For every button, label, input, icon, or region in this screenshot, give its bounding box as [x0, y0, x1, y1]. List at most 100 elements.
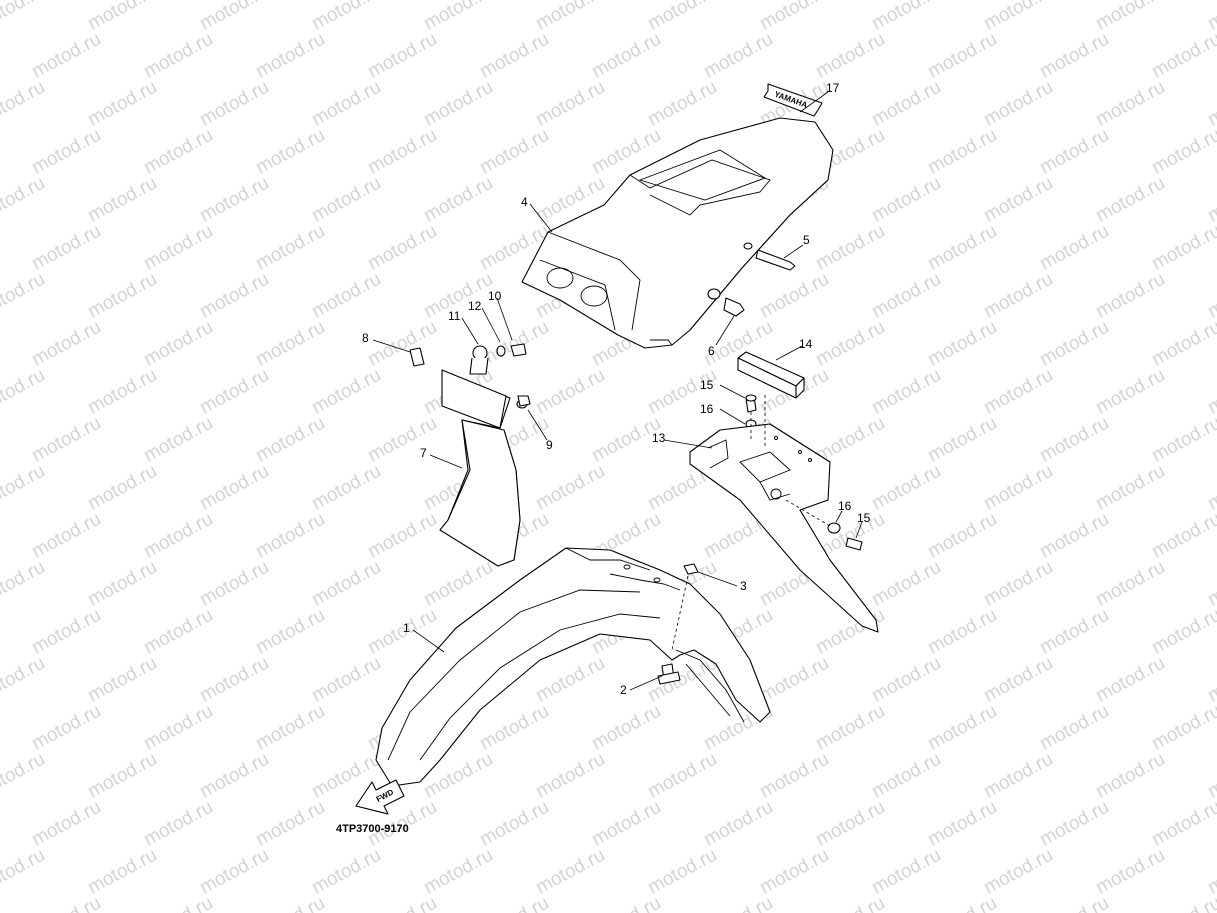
watermark-text: motod.ru — [308, 845, 384, 899]
watermark-text: motod.ru — [1036, 125, 1112, 179]
watermark-text: motod.ru — [364, 413, 440, 467]
watermark-text: motod.ru — [196, 77, 272, 131]
watermark-text: motod.ru — [1092, 749, 1168, 803]
front-fender-part — [375, 547, 771, 787]
watermark-text: motod.ru — [1148, 893, 1217, 913]
rear-fender-part — [521, 117, 834, 349]
watermark-text: motod.ru — [1148, 317, 1217, 371]
watermark-text: motod.ru — [812, 893, 888, 913]
watermark-text: motod.ru — [868, 77, 944, 131]
watermark-text: motod.ru — [812, 317, 888, 371]
watermark-text: motod.ru — [0, 749, 49, 803]
watermark-text: motod.ru — [28, 701, 104, 755]
watermark-text: motod.ru — [756, 845, 832, 899]
watermark-text: motod.ru — [644, 653, 720, 707]
watermark-text: motod.ru — [1148, 701, 1217, 755]
watermark-text: motod.ru — [420, 77, 496, 131]
watermark-text: motod.ru — [924, 797, 1000, 851]
watermark-text: motod.ru — [1204, 845, 1217, 899]
watermark-text: motod.ru — [476, 797, 552, 851]
watermark-text: motod.ru — [308, 0, 384, 34]
watermark-text: motod.ru — [0, 269, 49, 323]
watermark-text: motod.ru — [1092, 365, 1168, 419]
watermark-text: motod.ru — [532, 845, 608, 899]
watermark-text: motod.ru — [196, 461, 272, 515]
watermark-text: motod.ru — [28, 29, 104, 83]
watermark-text: motod.ru — [980, 845, 1056, 899]
watermark-text: motod.ru — [252, 413, 328, 467]
watermark-text: motod.ru — [0, 557, 49, 611]
fasteners-mid — [745, 394, 757, 429]
watermark-text: motod.ru — [252, 125, 328, 179]
watermark-text: motod.ru — [644, 0, 720, 34]
callout-1: 1 — [403, 621, 410, 635]
callout-16-right: 16 — [838, 499, 852, 513]
watermark-text: motod.ru — [0, 461, 49, 515]
watermark-text: motod.ru — [140, 797, 216, 851]
watermark-text: motod.ru — [532, 365, 608, 419]
watermark-text: motod.ru — [84, 749, 160, 803]
watermark-text: motod.ru — [924, 317, 1000, 371]
watermark-text: motod.ru — [532, 653, 608, 707]
watermark-text: motod.ru — [868, 461, 944, 515]
fasteners-right — [827, 522, 863, 551]
watermark-text: motod.ru — [252, 701, 328, 755]
watermark-text: motod.ru — [420, 173, 496, 227]
watermark-text: motod.ru — [1036, 701, 1112, 755]
watermark-text: motod.ru — [140, 605, 216, 659]
plate-part — [409, 347, 425, 367]
watermark-text: motod.ru — [700, 29, 776, 83]
watermark-text: motod.ru — [1092, 845, 1168, 899]
watermark-text: motod.ru — [1148, 29, 1217, 83]
watermark-text: motod.ru — [1092, 173, 1168, 227]
watermark-text: motod.ru — [308, 77, 384, 131]
watermark-text: motod.ru — [476, 125, 552, 179]
callout-6: 6 — [708, 344, 715, 358]
watermark-text: motod.ru — [1204, 0, 1217, 34]
callout-7: 7 — [420, 446, 427, 460]
watermark-text: motod.ru — [476, 701, 552, 755]
watermark-text: motod.ru — [84, 365, 160, 419]
watermark-text: motod.ru — [812, 221, 888, 275]
watermark-text: motod.ru — [868, 653, 944, 707]
watermark-text: motod.ru — [1204, 749, 1217, 803]
fasteners-upper — [469, 343, 531, 409]
watermark-text: motod.ru — [196, 0, 272, 34]
watermark-text: motod.ru — [28, 317, 104, 371]
watermark-text: motod.ru — [28, 797, 104, 851]
callout-13: 13 — [652, 431, 666, 445]
watermark-text: motod.ru — [252, 29, 328, 83]
callout-9: 9 — [546, 438, 553, 452]
callout-8: 8 — [362, 331, 369, 345]
watermark-text: motod.ru — [252, 893, 328, 913]
watermark-text: motod.ru — [0, 77, 49, 131]
watermark-text: motod.ru — [924, 221, 1000, 275]
watermark-text: motod.ru — [868, 269, 944, 323]
watermark-text: motod.ru — [308, 653, 384, 707]
watermark-text: motod.ru — [84, 845, 160, 899]
watermark-text: motod.ru — [1036, 29, 1112, 83]
watermark-text: motod.ru — [980, 653, 1056, 707]
watermark-text: motod.ru — [1148, 413, 1217, 467]
watermark-text: motod.ru — [140, 413, 216, 467]
watermark-text: motod.ru — [1092, 0, 1168, 34]
watermark-text: motod.ru — [980, 749, 1056, 803]
watermark-text: motod.ru — [364, 125, 440, 179]
watermark-text: motod.ru — [532, 461, 608, 515]
watermark-text: motod.ru — [420, 557, 496, 611]
bracket-part — [689, 423, 879, 633]
watermark-text: motod.ru — [28, 413, 104, 467]
watermark-text: motod.ru — [140, 221, 216, 275]
watermark-text: motod.ru — [196, 653, 272, 707]
callout-10: 10 — [488, 289, 502, 303]
callout-2: 2 — [620, 683, 627, 697]
callout-3: 3 — [740, 579, 747, 593]
watermark-text: motod.ru — [1036, 221, 1112, 275]
watermark-text: motod.ru — [924, 701, 1000, 755]
watermark-text: motod.ru — [1036, 317, 1112, 371]
watermark-text: motod.ru — [84, 557, 160, 611]
watermark-text: motod.ru — [812, 797, 888, 851]
watermark-text: motod.ru — [868, 365, 944, 419]
watermark-text: motod.ru — [1204, 77, 1217, 131]
